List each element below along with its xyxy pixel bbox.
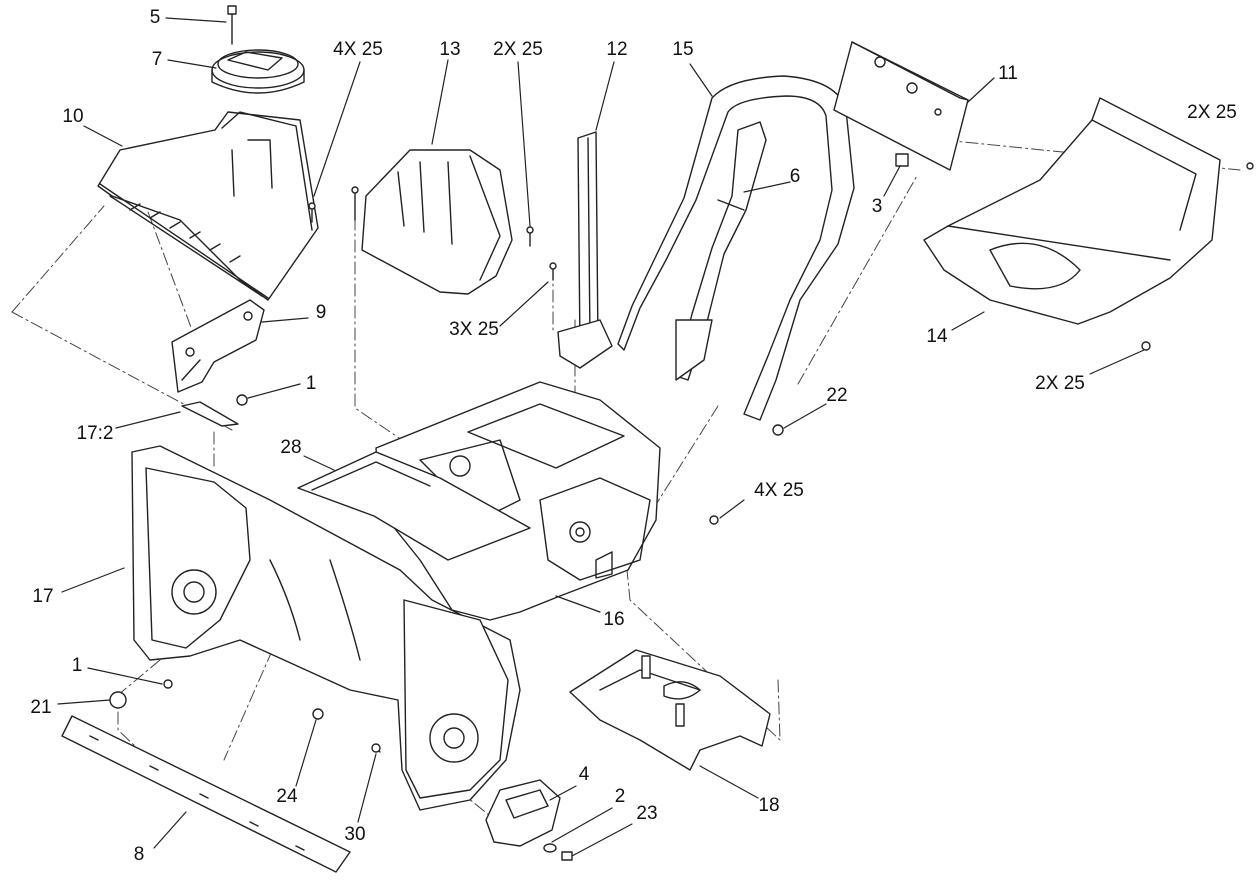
- bolt-part-1-top: [236, 394, 248, 406]
- screw-4x25-top: [308, 202, 316, 223]
- callout-5: 5: [149, 7, 161, 28]
- callout-3: 3: [871, 196, 883, 217]
- callout-21: 21: [30, 697, 52, 718]
- callout-28: 28: [280, 437, 302, 458]
- deflector-part-9: [171, 299, 265, 393]
- callout-16: 16: [603, 609, 625, 630]
- callout-17: 17: [32, 586, 54, 607]
- nut-part-23: [561, 851, 573, 861]
- callout-1-lower: 1: [71, 655, 83, 676]
- belt-cover-part-13: [361, 149, 513, 295]
- knob-part-21: [109, 691, 127, 709]
- callout-17-2: 17:2: [76, 423, 114, 444]
- callout-7: 7: [151, 49, 163, 70]
- callout-9: 9: [315, 302, 327, 323]
- scraper-bar-part-8: [61, 715, 351, 873]
- shift-rod-part-12: [557, 131, 613, 369]
- screw-3x25: [549, 262, 557, 281]
- handle-part-15: [617, 75, 855, 421]
- nut-part-24: [312, 708, 324, 720]
- callout-13: 13: [439, 39, 461, 60]
- callout-4x25-a: 4X 25: [333, 39, 383, 60]
- skid-plate-part-18: [569, 649, 771, 771]
- callout-2x25-a: 2X 25: [493, 39, 543, 60]
- knob-part-3: [895, 153, 909, 167]
- screw-2x25-lower: [1141, 341, 1151, 351]
- callout-10: 10: [62, 106, 84, 127]
- skid-shoe-part-4: [485, 779, 561, 847]
- hand-guard-part-14: [923, 97, 1221, 325]
- bolt-part-30: [371, 743, 381, 753]
- callout-23: 23: [636, 803, 658, 824]
- washer-part-2: [543, 843, 557, 853]
- callout-2: 2: [614, 786, 626, 807]
- screw-part-5: [227, 5, 237, 45]
- callout-30: 30: [344, 824, 366, 845]
- callout-2x25-c: 2X 25: [1035, 373, 1085, 394]
- callout-4: 4: [578, 764, 590, 785]
- bolt-part-22: [772, 424, 784, 436]
- callout-18: 18: [758, 795, 780, 816]
- screw-2x25-right: [1246, 162, 1254, 170]
- bolt-part-1-lower: [163, 679, 173, 689]
- screw-top-left: [351, 186, 359, 221]
- callout-3x25: 3X 25: [449, 319, 499, 340]
- callout-11: 11: [998, 63, 1018, 84]
- callout-15: 15: [672, 39, 694, 60]
- washer-part-17-2: [181, 401, 239, 427]
- chute-crank-part-6: [675, 121, 767, 381]
- screw-top-right: [526, 226, 534, 247]
- auger-housing-part-17: [131, 445, 521, 811]
- main-frame-part-16: [375, 381, 661, 621]
- callout-14: 14: [926, 326, 948, 347]
- chute-ring-part-7: [211, 49, 305, 94]
- callout-12: 12: [606, 39, 628, 60]
- callout-2x25-b: 2X 25: [1187, 102, 1237, 123]
- leader-lines: [57, 17, 1145, 857]
- panel-part-11: [833, 41, 969, 171]
- callout-1-upper: 1: [305, 373, 317, 394]
- bracket-part-28: [297, 451, 531, 561]
- callout-4x25-b: 4X 25: [754, 480, 804, 501]
- callout-24: 24: [276, 786, 298, 807]
- chute-part-10: [97, 111, 319, 301]
- callout-8: 8: [133, 844, 145, 865]
- callout-22: 22: [826, 385, 848, 406]
- screw-4x25-right: [709, 515, 719, 525]
- callout-6: 6: [789, 166, 801, 187]
